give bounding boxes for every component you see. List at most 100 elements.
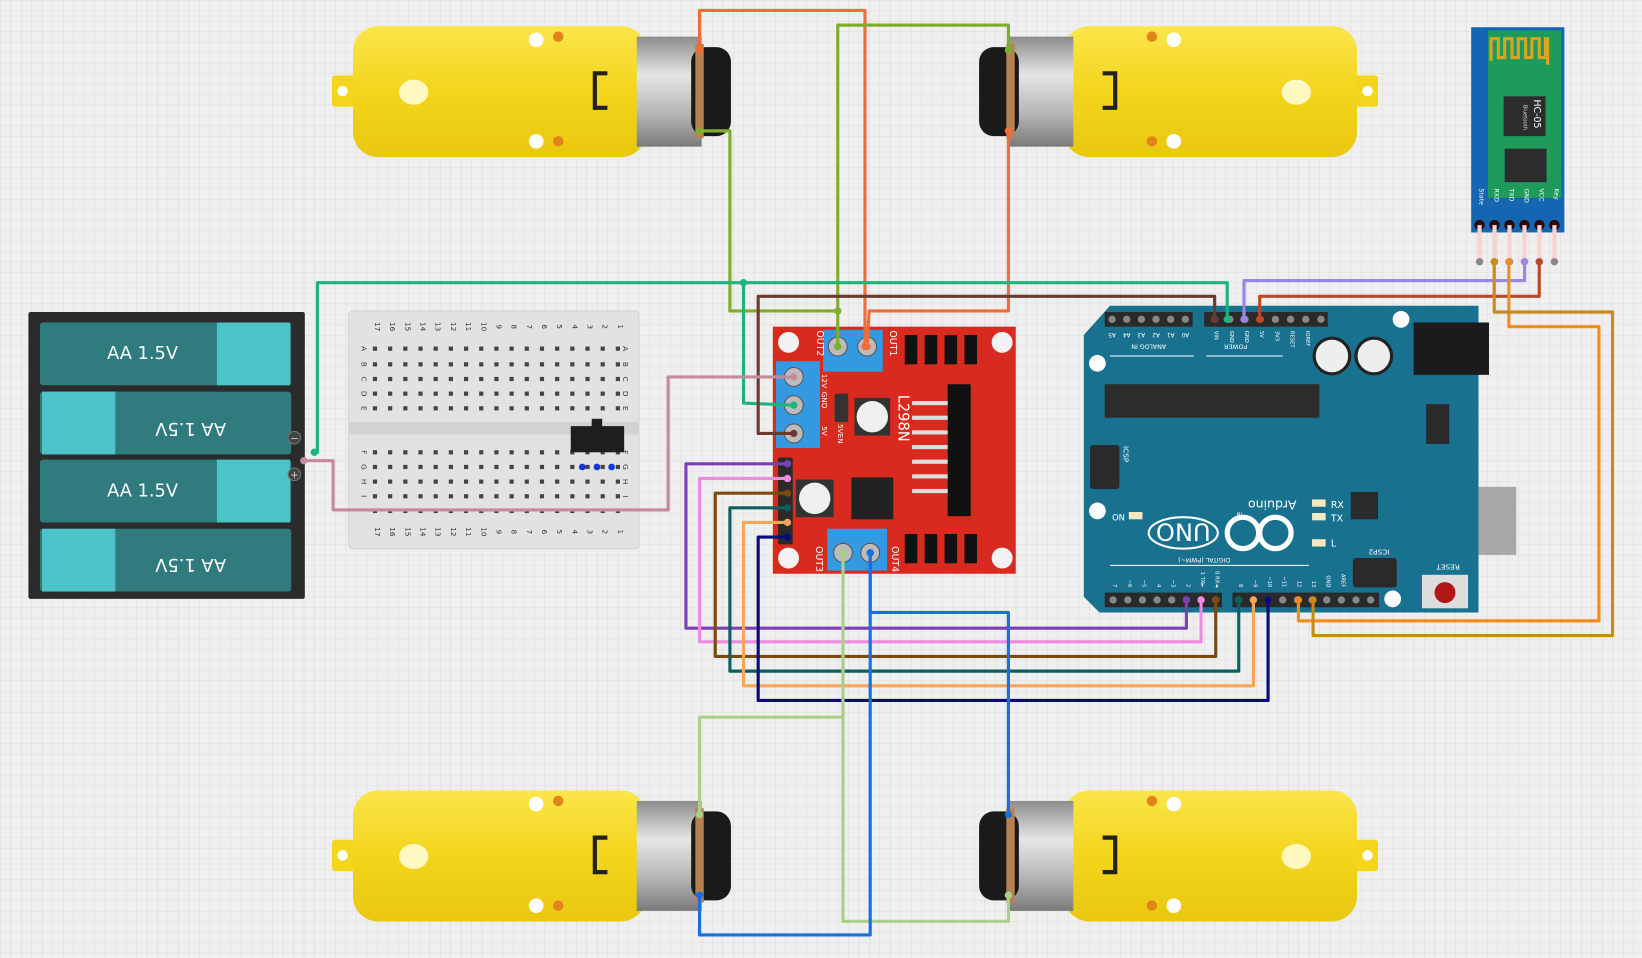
wire-mauve[interactable] — [302, 375, 796, 512]
wire-olive[interactable] — [697, 129, 840, 349]
breadboard-hole[interactable] — [555, 479, 560, 484]
breadboard-hole[interactable] — [600, 464, 605, 470]
header-pin[interactable] — [1168, 596, 1176, 604]
breadboard-hole[interactable] — [524, 362, 529, 367]
breadboard-hole[interactable] — [539, 450, 545, 455]
breadboard-hole[interactable] — [448, 450, 453, 455]
breadboard-hole[interactable] — [524, 464, 529, 470]
breadboard-hole[interactable] — [494, 391, 499, 396]
wire-orange[interactable] — [865, 129, 1010, 349]
breadboard-hole[interactable] — [403, 376, 408, 382]
breadboard-hole[interactable] — [555, 346, 560, 351]
breadboard-hole[interactable] — [388, 450, 393, 455]
header-pin[interactable] — [1108, 315, 1116, 323]
breadboard-hole[interactable] — [418, 494, 423, 499]
breadboard-hole[interactable] — [524, 479, 529, 484]
breadboard-hole[interactable] — [509, 450, 514, 455]
wire-peach[interactable] — [741, 520, 1255, 688]
breadboard-hole[interactable] — [448, 346, 453, 351]
breadboard-hole[interactable] — [600, 494, 605, 499]
breadboard-hole[interactable] — [448, 376, 453, 382]
breadboard-hole[interactable] — [418, 406, 423, 411]
breadboard-hole[interactable] — [418, 376, 423, 382]
breadboard-hole[interactable] — [418, 479, 423, 484]
breadboard-hole[interactable] — [494, 464, 499, 470]
wire-navy[interactable] — [756, 535, 1270, 703]
breadboard-hole[interactable] — [570, 391, 575, 396]
breadboard-hole[interactable] — [463, 450, 469, 455]
breadboard-hole[interactable] — [403, 464, 408, 470]
breadboard-hole[interactable] — [403, 346, 408, 351]
l298n-driver[interactable]: OUT2 OUT1 OUT3 OUT4 12V GND 5V 5VEN L298… — [772, 326, 1016, 574]
breadboard-hole[interactable] — [463, 376, 469, 382]
breadboard-hole[interactable] — [448, 362, 453, 367]
breadboard-hole[interactable] — [539, 391, 545, 396]
breadboard-hole[interactable] — [388, 406, 393, 411]
breadboard-hole[interactable] — [433, 376, 438, 382]
header-pin[interactable] — [1279, 596, 1287, 604]
breadboard-hole[interactable] — [372, 494, 378, 499]
breadboard-hole[interactable] — [494, 406, 499, 411]
breadboard-hole[interactable] — [494, 362, 499, 367]
breadboard-hole[interactable] — [418, 362, 423, 367]
breadboard-hole[interactable] — [372, 450, 378, 455]
dc-motor-bottom-left[interactable] — [332, 790, 731, 922]
breadboard-hole[interactable] — [463, 464, 469, 470]
breadboard-hole[interactable] — [403, 494, 408, 499]
header-pin[interactable] — [1124, 596, 1132, 604]
breadboard-hole[interactable] — [524, 406, 529, 411]
breadboard-hole[interactable] — [539, 479, 545, 484]
breadboard-hole[interactable] — [433, 406, 438, 411]
breadboard-hole[interactable] — [524, 376, 529, 382]
breadboard-hole[interactable] — [600, 479, 605, 484]
breadboard-hole[interactable] — [570, 464, 575, 470]
breadboard-hole[interactable] — [615, 494, 620, 499]
breadboard-hole[interactable] — [494, 450, 499, 455]
wire-blue[interactable] — [697, 551, 872, 937]
hc05-pin[interactable] — [1550, 258, 1559, 266]
breadboard-hole[interactable] — [463, 494, 469, 499]
breadboard-hole[interactable] — [600, 362, 605, 367]
breadboard-hole[interactable] — [372, 362, 378, 367]
breadboard-hole[interactable] — [479, 362, 484, 367]
header-pin[interactable] — [1109, 596, 1117, 604]
breadboard-hole[interactable] — [509, 464, 514, 470]
breadboard-hole[interactable] — [494, 376, 499, 382]
breadboard-hole[interactable] — [585, 494, 590, 499]
breadboard-hole[interactable] — [524, 391, 529, 396]
breadboard-hole[interactable] — [433, 494, 438, 499]
breadboard-hole[interactable] — [555, 450, 560, 455]
wire-rx-gold[interactable] — [1311, 260, 1615, 638]
breadboard-hole[interactable] — [479, 406, 484, 411]
breadboard-hole[interactable] — [570, 494, 575, 499]
breadboard-hole[interactable] — [418, 391, 423, 396]
breadboard-hole[interactable] — [539, 406, 545, 411]
breadboard-hole[interactable] — [479, 346, 484, 351]
breadboard-hole[interactable] — [585, 479, 590, 484]
breadboard-hole[interactable] — [372, 406, 378, 411]
breadboard-hole[interactable] — [403, 479, 408, 484]
wire-green[interactable] — [741, 281, 796, 407]
wire-orange[interactable] — [697, 8, 867, 349]
header-pin[interactable] — [1367, 596, 1375, 604]
breadboard-hole[interactable] — [509, 362, 514, 367]
breadboard-hole[interactable] — [448, 406, 453, 411]
breadboard-hole[interactable] — [372, 464, 378, 470]
wire-teal[interactable] — [728, 506, 1241, 673]
breadboard-hole[interactable] — [600, 376, 605, 382]
header-pin[interactable] — [1152, 315, 1160, 323]
breadboard-hole[interactable] — [388, 464, 393, 470]
hc05-pin[interactable] — [1475, 258, 1484, 266]
breadboard-hole[interactable] — [539, 362, 545, 367]
breadboard-hole[interactable] — [463, 391, 469, 396]
breadboard[interactable]: 1717161615151414131312121111101099887766… — [348, 310, 640, 550]
breadboard-hole[interactable] — [463, 479, 469, 484]
breadboard-hole[interactable] — [372, 376, 378, 382]
breadboard-hole[interactable] — [388, 376, 393, 382]
breadboard-hole[interactable] — [448, 464, 453, 470]
breadboard-hole[interactable] — [615, 479, 620, 484]
header-pin[interactable] — [1137, 315, 1146, 323]
breadboard-hole[interactable] — [524, 346, 529, 351]
wire-purple[interactable] — [684, 462, 1188, 630]
